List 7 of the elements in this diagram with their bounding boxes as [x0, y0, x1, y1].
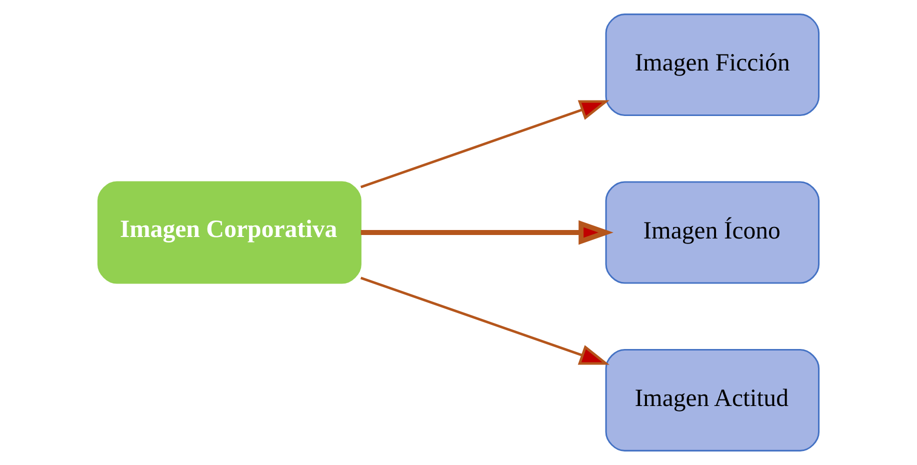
node-box: Imagen Corporativa	[97, 181, 362, 284]
arrow	[360, 276, 610, 365]
node-box: Imagen Ícono	[605, 181, 820, 284]
arrow	[360, 220, 614, 245]
node-box: Imagen Ficción	[605, 14, 820, 116]
node-box: Imagen Actitud	[605, 348, 820, 452]
arrow	[360, 100, 610, 188]
